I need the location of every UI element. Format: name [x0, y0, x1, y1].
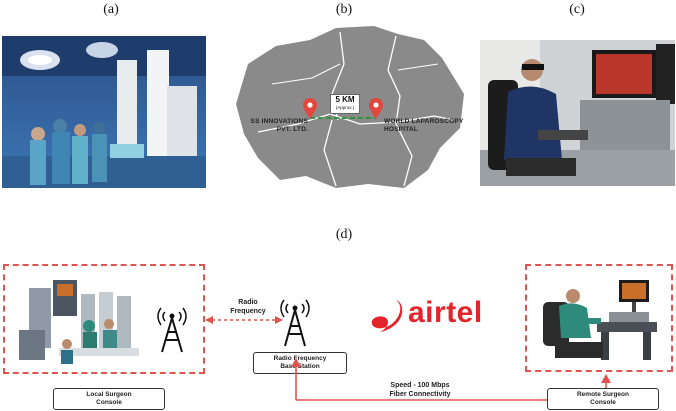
distance-note: (Approx.) — [335, 105, 355, 110]
location-map: 5 KM (Approx.) SS INNOVATIONS PVT. LTD. … — [228, 24, 468, 194]
panel-label-b: (b) — [335, 2, 353, 17]
hospital-label: WORLD LAPAROSCOPY HOSPITAL — [384, 118, 464, 133]
ss-innovations-label: SS INNOVATIONS PVT. LTD. — [250, 118, 308, 133]
panel-label-d: (d) — [335, 227, 353, 242]
route-line — [310, 117, 376, 119]
local-console-caption: Local Surgeon Console — [53, 388, 165, 410]
local-surgeon-box — [3, 264, 205, 374]
local-robot-illustration — [19, 280, 139, 364]
base-station-antenna-icon — [280, 299, 310, 347]
distance-badge: 5 KM (Approx.) — [330, 94, 360, 114]
distance-value: 5 KM — [335, 95, 355, 104]
operating-room-photo — [2, 36, 206, 188]
local-antenna-icon — [157, 307, 187, 353]
panel-label-c: (c) — [569, 2, 585, 17]
radio-frequency-label: Radio Frequency — [230, 299, 266, 315]
remote-console-caption: Remote Surgeon Console — [547, 388, 659, 410]
left-location-pin-icon — [303, 98, 317, 119]
fiber-speed-label: Speed - 100 Mbps Fiber Connectivity — [389, 382, 451, 398]
right-location-pin-icon — [369, 98, 383, 119]
remote-console-illustration — [543, 280, 657, 360]
radio-link-arrow — [205, 316, 283, 324]
remote-surgeon-photo — [480, 40, 675, 186]
panel-label-a: (a) — [103, 2, 119, 17]
airtel-brand-text: airtel — [408, 296, 483, 329]
airtel-logo-icon — [371, 300, 403, 332]
remote-surgeon-box — [525, 264, 673, 372]
